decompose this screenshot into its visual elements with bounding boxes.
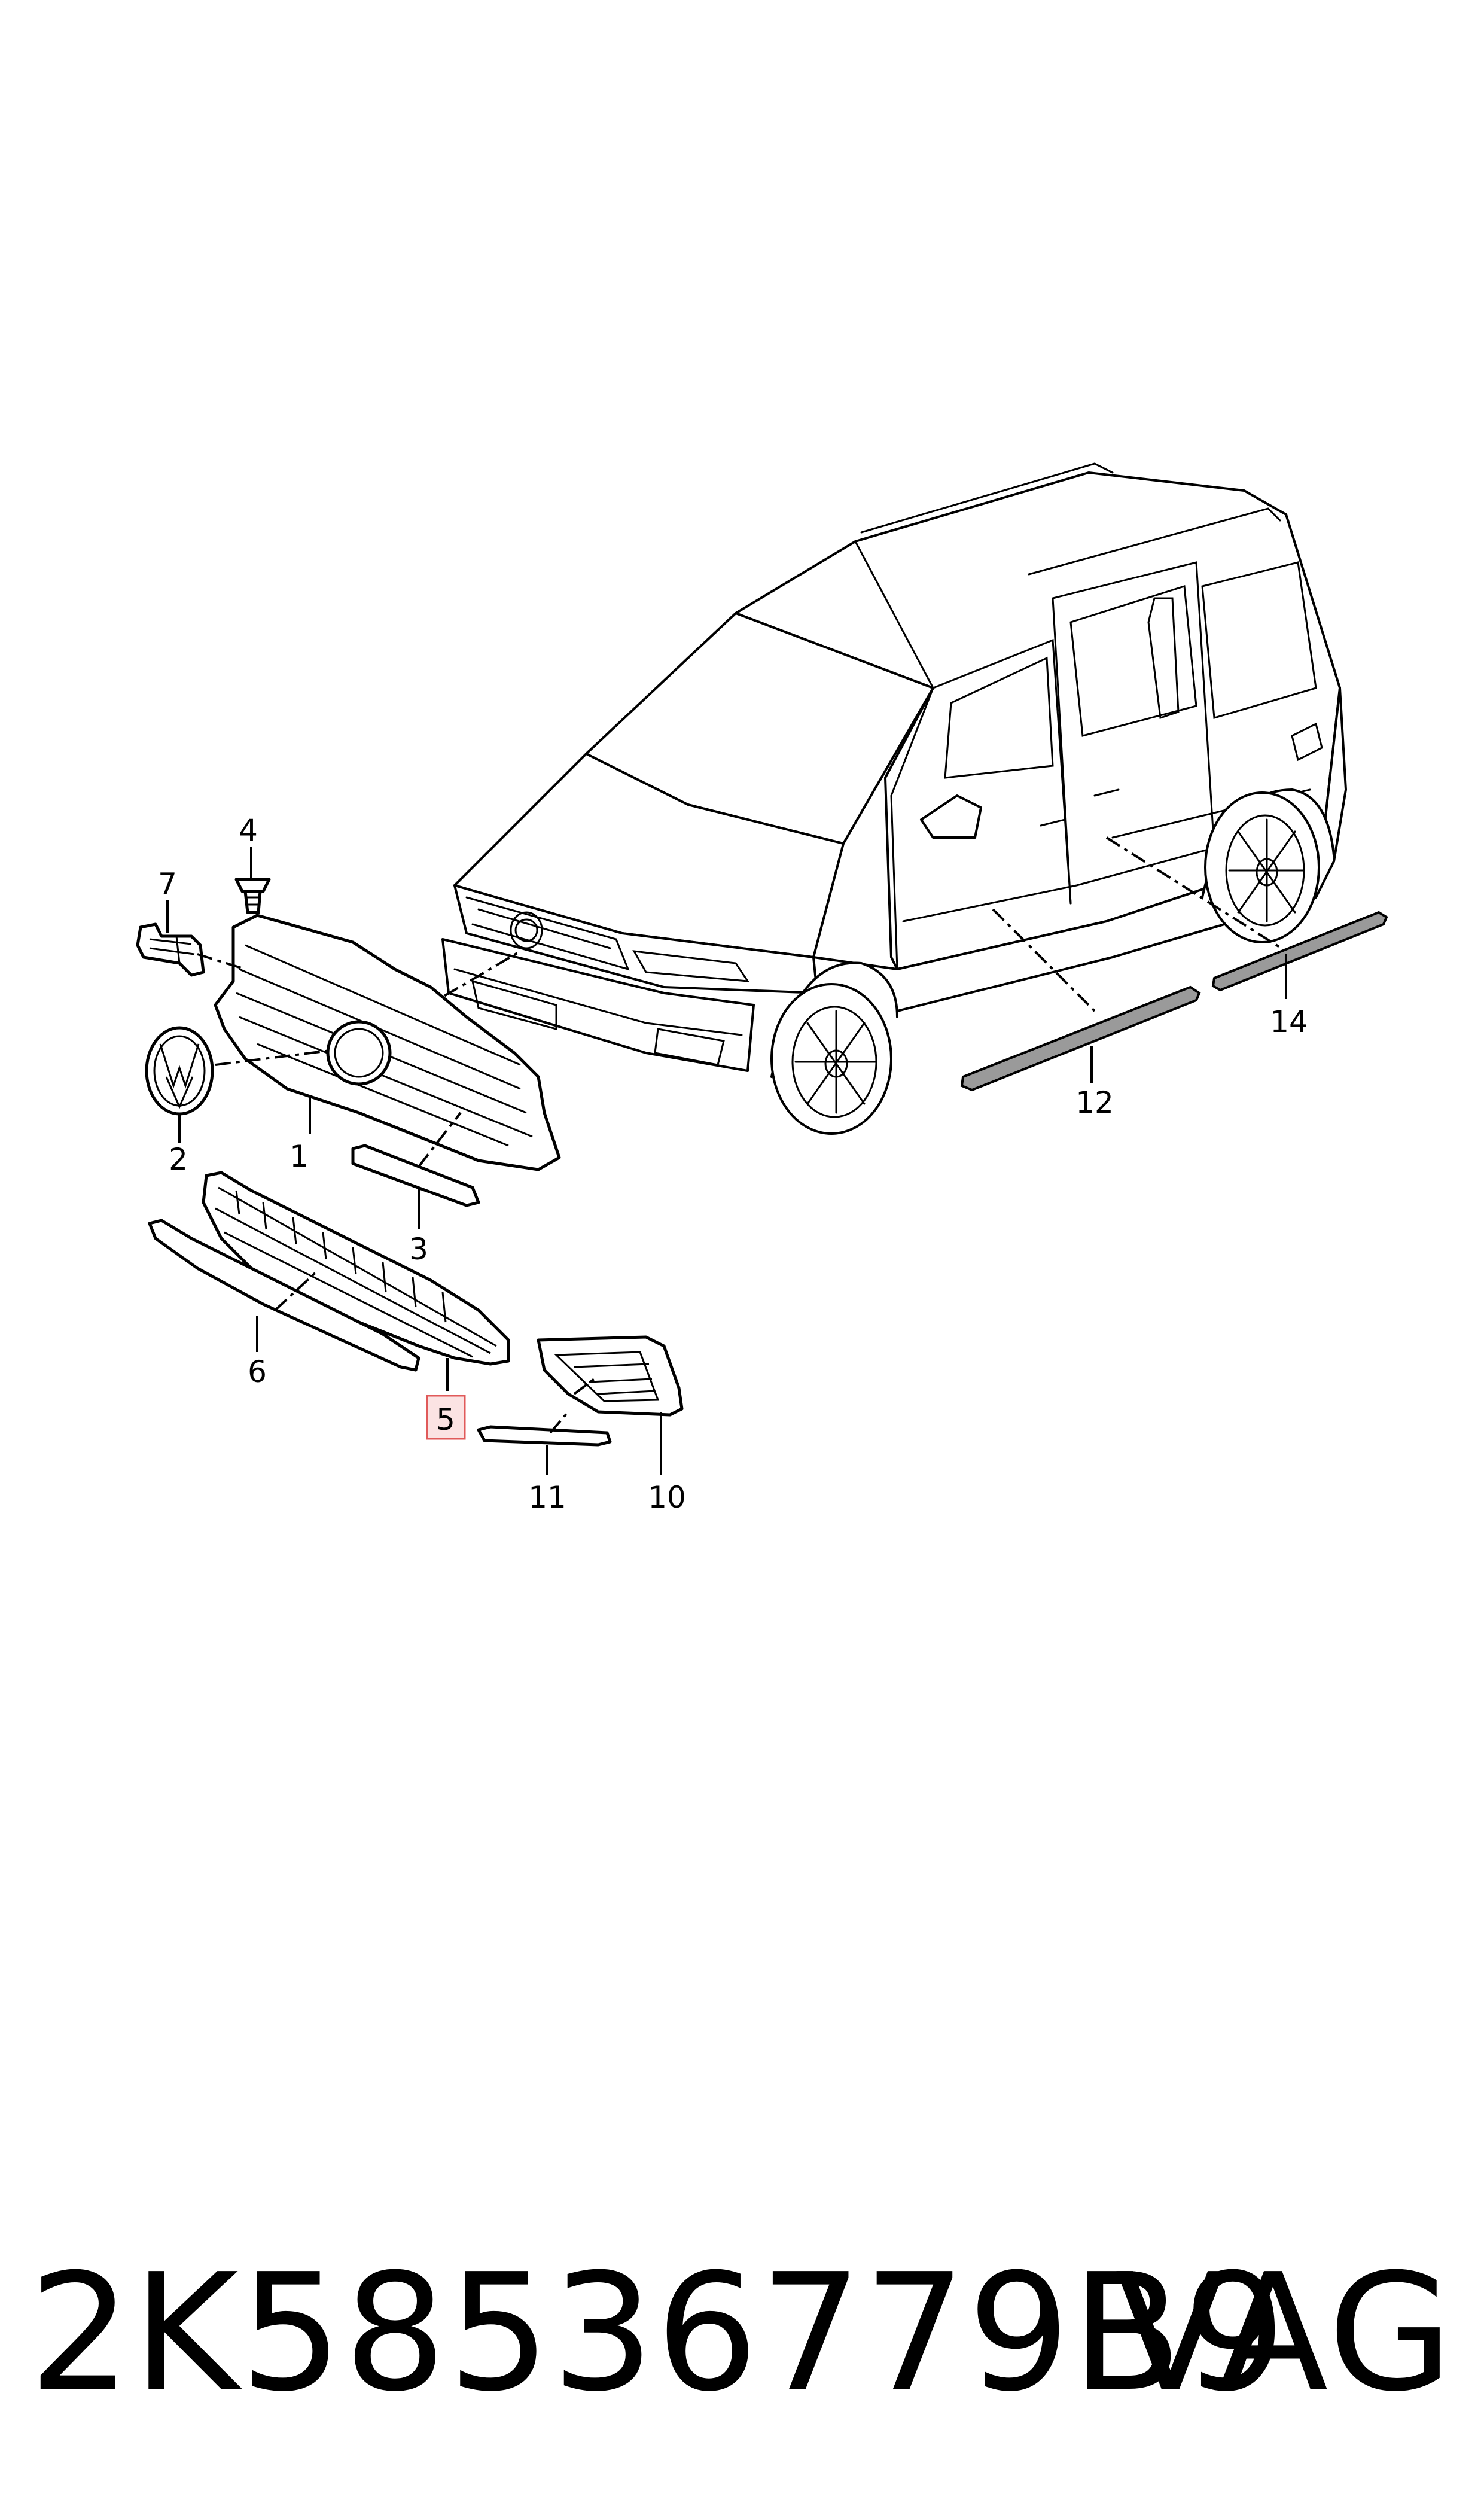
lower-grille-part-5: [202, 1171, 510, 1366]
callout-3[interactable]: 3: [409, 1232, 428, 1266]
callout-14[interactable]: 14: [1270, 1004, 1308, 1039]
callout-7[interactable]: 7: [158, 867, 177, 902]
callout-11[interactable]: 11: [528, 1480, 566, 1515]
clip-part-4: [234, 878, 271, 914]
van-illustration: [441, 462, 1347, 1135]
fog-trim-part-10: [537, 1335, 684, 1417]
side-moulding-part-14: [1211, 911, 1388, 992]
side-moulding-part-12: [960, 985, 1201, 1092]
part-number: 2K58536779B9: [29, 2239, 1288, 2427]
callout-5-highlight-box: [426, 1395, 466, 1440]
callout-6[interactable]: 6: [248, 1354, 267, 1389]
callout-12[interactable]: 12: [1075, 1085, 1114, 1120]
trim-strip-part-3: [351, 1144, 480, 1207]
callout-1[interactable]: 1: [290, 1139, 309, 1174]
bracket-part-7: [136, 922, 205, 977]
trim-part-11: [477, 1425, 612, 1447]
callout-labels: 1 2 3 4 5 6 7 10 11 12 14: [158, 813, 1308, 1515]
callout-5[interactable]: 5: [436, 1402, 455, 1437]
brand-name: VAG: [1115, 2239, 1455, 2427]
grille-part: [214, 914, 561, 1171]
callout-2[interactable]: 2: [169, 1142, 188, 1177]
lower-strip-part-6: [148, 1219, 420, 1372]
callout-4[interactable]: 4: [239, 813, 258, 848]
vw-logo-icon: [145, 1026, 214, 1116]
callout-10[interactable]: 10: [648, 1480, 686, 1515]
